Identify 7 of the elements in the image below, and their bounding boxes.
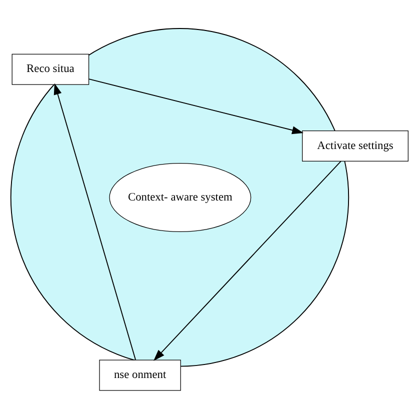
arrow xyxy=(154,160,342,361)
node-box: Reco situa xyxy=(12,54,90,85)
node-box: Activate settings xyxy=(302,130,408,162)
node-box: nse onment xyxy=(99,360,181,391)
node-ellipse: Context- aware system xyxy=(109,162,252,232)
arrow xyxy=(54,83,136,360)
arrow xyxy=(88,78,304,134)
